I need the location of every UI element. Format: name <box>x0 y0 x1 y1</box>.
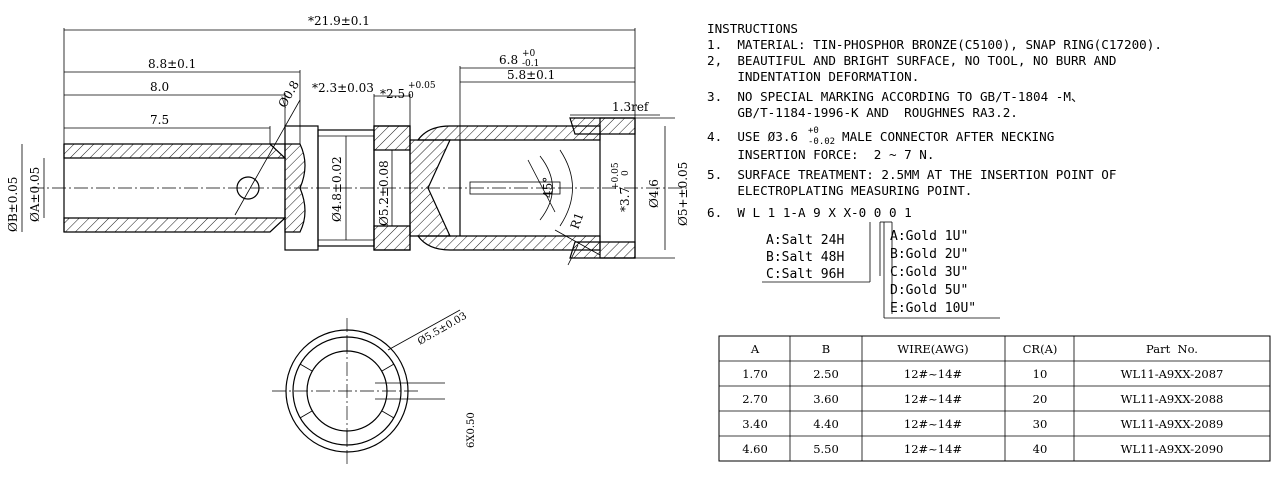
instruction-3: 3. NO SPECIAL MARKING ACCORDING TO GB/T-… <box>707 89 1084 104</box>
gold-option-d: D:Gold 5U" <box>890 283 968 298</box>
dim-dia-3-7: *3.7 <box>618 187 632 212</box>
table-cell: 2.50 <box>813 367 839 381</box>
instruction-3b: GB/T-1184-1996-K AND ROUGHNES RA3.2. <box>707 105 1018 120</box>
table-header-a: A <box>750 342 760 356</box>
table-cell: WL11-A9XX-2087 <box>1121 367 1224 381</box>
dim-radius: R1 <box>568 211 587 231</box>
instructions-title: INSTRUCTIONS <box>707 21 798 36</box>
gold-option-a: A:Gold 1U" <box>890 229 968 244</box>
table-cell: 4.40 <box>813 417 839 431</box>
dim-dia-3-7-tol: +0.05 <box>611 162 621 190</box>
table-cell: 40 <box>1033 442 1048 456</box>
instruction-2b: INDENTATION DEFORMATION. <box>707 69 919 84</box>
instructions-block: INSTRUCTIONS 1. MATERIAL: TIN-PHOSPHOR B… <box>707 21 1162 319</box>
dim-7-5: 7.5 <box>150 113 169 127</box>
salt-option-c: C:Salt 96H <box>766 267 844 282</box>
rear-barrel-top-wall <box>63 143 287 159</box>
salt-option-a: A:Salt 24H <box>766 233 844 248</box>
dim-8-0: 8.0 <box>150 80 169 94</box>
table-cell: 30 <box>1033 417 1048 431</box>
instruction-5b: ELECTROPLATING MEASURING POINT. <box>707 183 972 198</box>
table-cell: 5.50 <box>813 442 839 456</box>
table-cell: WL11-A9XX-2090 <box>1121 442 1224 456</box>
dim-angle: 45° <box>541 177 555 198</box>
table-cell: 10 <box>1033 367 1048 381</box>
table-cell: 1.70 <box>742 367 768 381</box>
table-cell: 12#~14# <box>904 417 962 431</box>
dim-front-len-2: 5.8±0.1 <box>507 68 555 82</box>
gold-option-e: E:Gold 10U" <box>890 301 976 316</box>
gold-option-c: C:Gold 3U" <box>890 265 968 280</box>
table-cell: WL11-A9XX-2089 <box>1121 417 1224 431</box>
dim-dia-4-8: Ø4.8±0.02 <box>330 156 344 222</box>
dim-ref: 1.3ref <box>612 100 650 114</box>
dim-slot: 6X0.50 <box>466 412 477 448</box>
dim-dia-B: ØB±0.05 <box>6 177 20 232</box>
instruction-5: 5. SURFACE TREATMENT: 2.5MM AT THE INSER… <box>707 167 1116 182</box>
dim-end-dia: Ø5.5±0.03 <box>416 311 469 348</box>
table-header-cr: CR(A) <box>1023 342 1058 356</box>
gold-option-b: B:Gold 2U" <box>890 247 968 262</box>
instruction-2: 2, BEAUTIFUL AND BRIGHT SURFACE, NO TOOL… <box>707 53 1116 68</box>
dim-overall-length: *21.9±0.1 <box>308 14 370 28</box>
side-section-view: *21.9±0.1 8.8±0.1 8.0 7.5 Ø0.8 *2.3±0.03… <box>6 14 690 266</box>
dim-dia-A: ØA±0.05 <box>28 167 42 222</box>
table-cell: 12#~14# <box>904 392 962 406</box>
dim-dia-5-2: Ø5.2±0.08 <box>377 160 391 226</box>
table-header-wire: WIRE(AWG) <box>897 342 968 356</box>
dim-dia-4-6: Ø4.6 <box>647 179 661 208</box>
end-view: Ø5.5±0.03 6X0.50 <box>272 309 477 465</box>
table-cell: 3.40 <box>742 417 768 431</box>
table-cell: 12#~14# <box>904 367 962 381</box>
dim-snap-width: *2.5 <box>380 87 405 101</box>
vent-hole <box>236 176 260 200</box>
dim-snap-width-tol-low: 0 <box>408 91 414 101</box>
dim-dia-5: Ø5+±0.05 <box>676 162 690 226</box>
instruction-4-tol-up: +0 <box>808 126 819 136</box>
instruction-4-tol-low: -0.02 <box>808 137 835 147</box>
table-cell: 12#~14# <box>904 442 962 456</box>
instruction-4: 4. USE Ø3.6 <box>707 129 798 144</box>
instruction-4c: INSERTION FORCE: 2 ~ 7 N. <box>707 147 934 162</box>
table-header-b: B <box>822 342 830 356</box>
table-header-part: Part No. <box>1146 342 1198 356</box>
part-table: A B WIRE(AWG) CR(A) Part No. 1.70 2.50 1… <box>718 335 1271 462</box>
dim-snap-width-tol: +0.05 <box>408 81 436 91</box>
dim-front-len-tol-low: -0.1 <box>522 59 539 69</box>
instruction-1: 1. MATERIAL: TIN-PHOSPHOR BRONZE(C5100),… <box>707 37 1162 52</box>
table-cell: 4.60 <box>742 442 768 456</box>
table-cell: 20 <box>1033 392 1048 406</box>
dim-front-len-tol-up: +0 <box>522 49 536 59</box>
salt-option-b: B:Salt 48H <box>766 250 844 265</box>
instruction-6: 6. W L 1 1-A 9 X X-0 0 0 1 <box>707 205 912 220</box>
dim-front-len: 6.8 <box>499 53 518 67</box>
dim-hole: Ø0.8 <box>275 78 302 110</box>
rear-barrel-bottom-wall <box>63 217 287 233</box>
table-cell: 3.60 <box>813 392 839 406</box>
dim-groove-width: *2.3±0.03 <box>312 81 374 95</box>
table-cell: 2.70 <box>742 392 768 406</box>
table-cell: WL11-A9XX-2088 <box>1121 392 1224 406</box>
dim-8-8: 8.8±0.1 <box>148 57 196 71</box>
dim-dia-3-7-tol-low: 0 <box>621 170 631 176</box>
instruction-4b: MALE CONNECTOR AFTER NECKING <box>842 129 1054 144</box>
